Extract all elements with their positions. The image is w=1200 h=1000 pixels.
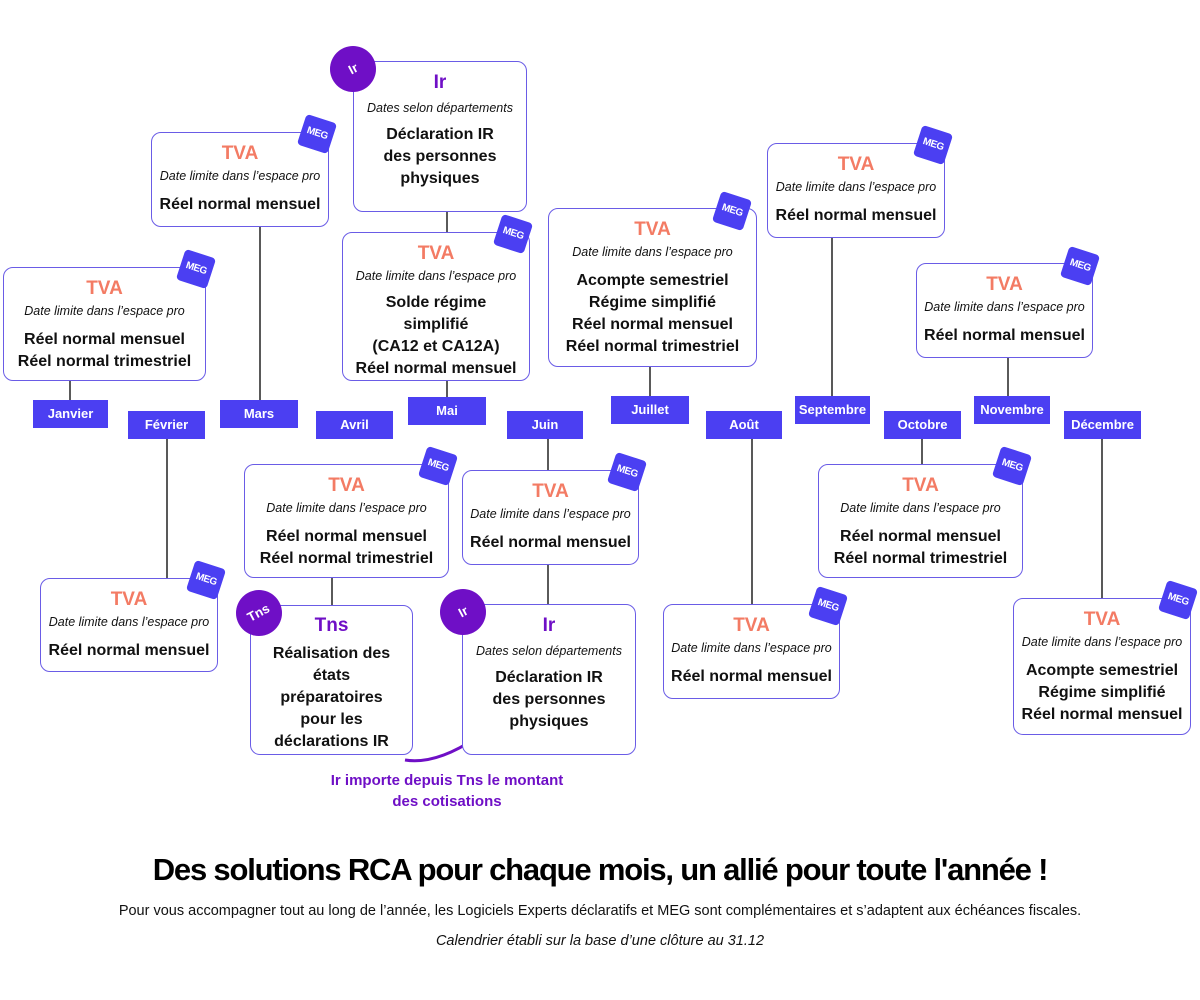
card-title: TVA	[532, 481, 569, 502]
card-subtitle: Date limite dans l’espace pro	[159, 169, 321, 183]
month-mars: Mars	[220, 400, 298, 428]
card-fevrier-tva: TVA Date limite dans l’espace pro Réel n…	[40, 578, 218, 672]
month-aout: Août	[706, 411, 782, 439]
card-subtitle: Date limite dans l’espace pro	[266, 501, 427, 515]
card-subtitle: Dates selon départements	[367, 101, 513, 115]
card-title: TVA	[837, 154, 875, 175]
card-title: Tns	[314, 615, 349, 636]
card-aout-tva: TVA Date limite dans l’espace pro Réel n…	[663, 604, 840, 699]
card-body: Réel normal mensuel Réel normal trimestr…	[17, 331, 192, 370]
month-decembre: Décembre	[1064, 411, 1141, 439]
card-body: Réalisation des états préparatoires pour…	[272, 645, 391, 750]
card-body: Réel normal mensuel	[159, 196, 321, 213]
month-octobre: Octobre	[884, 411, 961, 439]
card-body: Acompte semestriel Régime simplifié Réel…	[565, 272, 740, 355]
calendar-note: Calendrier établi sur la base d’une clôt…	[435, 933, 765, 949]
card-title: TVA	[110, 589, 148, 610]
card-title: TVA	[733, 615, 770, 636]
card-body: Réel normal mensuel	[924, 327, 1085, 344]
card-subtitle: Date limite dans l’espace pro	[572, 245, 733, 259]
card-body: Solde régime simplifié (CA12 et CA12A) R…	[355, 294, 517, 377]
card-janvier-tva: TVA Date limite dans l’espace pro Réel n…	[3, 267, 206, 381]
card-title: TVA	[417, 243, 455, 264]
card-subtitle: Date limite dans l’espace pro	[48, 615, 210, 629]
card-body: Réel normal mensuel	[775, 207, 937, 224]
card-juin-ir: Ir Dates selon départements Déclaration …	[462, 604, 636, 755]
card-subtitle: Date limite dans l’espace pro	[355, 269, 517, 283]
month-juin: Juin	[507, 411, 583, 439]
card-subtitle: Date limite dans l’espace pro	[1021, 635, 1183, 649]
month-mai: Mai	[408, 397, 486, 425]
card-avril-tns: Tns Réalisation des états préparatoires …	[250, 605, 413, 755]
card-body: Déclaration IR des personnes physiques	[492, 669, 606, 730]
month-fevrier: Février	[128, 411, 205, 439]
page-title: Des solutions RCA pour chaque mois, un a…	[152, 852, 1049, 887]
card-title: TVA	[221, 143, 259, 164]
card-subtitle: Date limite dans l’espace pro	[24, 304, 185, 318]
page-subtitle: Pour vous accompagner tout au long de l’…	[118, 903, 1082, 919]
card-body: Acompte semestriel Régime simplifié Réel…	[1021, 662, 1183, 723]
card-title: TVA	[902, 475, 939, 496]
card-mai-tva: TVA Date limite dans l’espace pro Solde …	[342, 232, 530, 381]
card-body: Déclaration IR des personnes physiques	[383, 126, 497, 187]
card-title: TVA	[634, 219, 671, 240]
card-title: TVA	[986, 274, 1023, 295]
card-body: Réel normal mensuel	[671, 668, 832, 685]
month-novembre: Novembre	[974, 396, 1050, 424]
card-subtitle: Date limite dans l’espace pro	[775, 180, 937, 194]
card-juillet-tva: TVA Date limite dans l’espace pro Acompt…	[548, 208, 757, 367]
card-subtitle: Dates selon départements	[476, 644, 622, 658]
card-octobre-tva: TVA Date limite dans l’espace pro Réel n…	[818, 464, 1023, 578]
ir-logo: Ir	[330, 46, 376, 92]
card-subtitle: Date limite dans l’espace pro	[470, 507, 631, 521]
card-title: Ir	[433, 72, 447, 93]
card-body: Réel normal mensuel Réel normal trimestr…	[259, 528, 434, 567]
card-subtitle: Date limite dans l’espace pro	[671, 641, 832, 655]
card-title: TVA	[86, 278, 123, 299]
card-mai-ir: Ir Dates selon départements Déclaration …	[353, 61, 527, 212]
month-juillet: Juillet	[611, 396, 689, 424]
card-title: Ir	[542, 615, 556, 636]
month-septembre: Septembre	[795, 396, 870, 424]
ir-logo: Ir	[440, 589, 486, 635]
card-novembre-tva: TVA Date limite dans l’espace pro Réel n…	[916, 263, 1093, 358]
card-mars-tva: TVA Date limite dans l’espace pro Réel n…	[151, 132, 329, 227]
card-body: Réel normal mensuel Réel normal trimestr…	[833, 528, 1008, 567]
card-body: Réel normal mensuel	[48, 642, 210, 659]
month-avril: Avril	[316, 411, 393, 439]
card-title: TVA	[1083, 609, 1121, 630]
month-janvier: Janvier	[33, 400, 108, 428]
card-avril-tva: TVA Date limite dans l’espace pro Réel n…	[244, 464, 449, 578]
card-body: Réel normal mensuel	[470, 534, 631, 551]
import-note: Ir importe depuis Tns le montant des cot…	[330, 772, 564, 810]
card-subtitle: Date limite dans l’espace pro	[840, 501, 1001, 515]
card-juin-tva: TVA Date limite dans l’espace pro Réel n…	[462, 470, 639, 565]
card-title: TVA	[328, 475, 365, 496]
card-decembre-tva: TVA Date limite dans l’espace pro Acompt…	[1013, 598, 1191, 735]
card-septembre-tva: TVA Date limite dans l’espace pro Réel n…	[767, 143, 945, 238]
tns-logo: Tns	[236, 590, 282, 636]
card-subtitle: Date limite dans l’espace pro	[924, 300, 1085, 314]
